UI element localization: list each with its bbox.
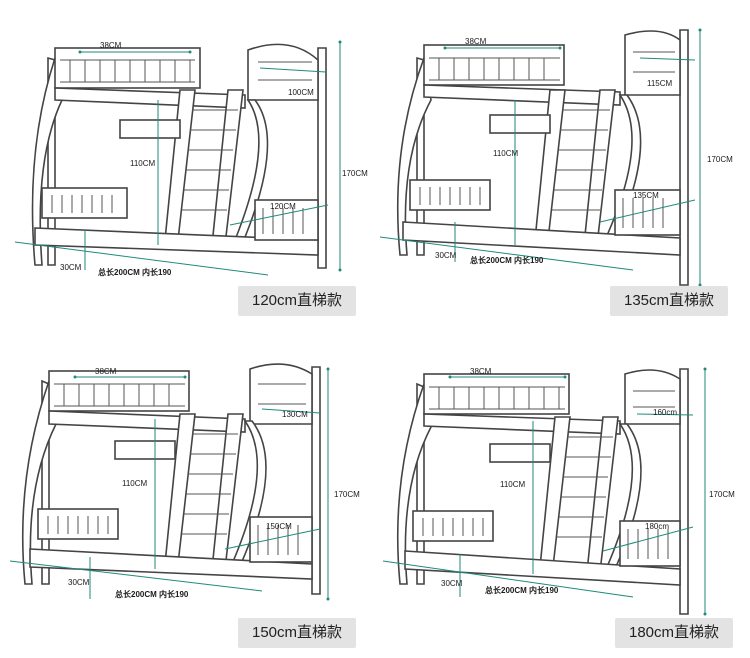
dim-lower-width: 180cm xyxy=(645,522,669,531)
dim-ladder-height: 110CM xyxy=(122,479,148,488)
dim-base-height: 30CM xyxy=(60,263,82,272)
bunk-bed-panel-135: 38CM 115CM 110CM 170CM 135CM 30CM 总长200C… xyxy=(375,0,750,329)
bunk-bed-panel-120: 38CM 100CM 110CM 170CM 120CM 30CM 总长200C… xyxy=(0,0,375,329)
dim-ladder-height: 110CM xyxy=(493,149,519,158)
caption-label: 120cm直梯款 xyxy=(238,286,357,316)
dim-top-rail: 38CM xyxy=(95,367,117,376)
dim-top-rail: 38CM xyxy=(470,367,492,376)
dim-ladder-height: 110CM xyxy=(130,159,156,168)
dim-ladder-height: 110CM xyxy=(500,480,526,489)
dim-upper-width: 100CM xyxy=(288,88,314,97)
dim-base-height: 30CM xyxy=(435,251,457,260)
dim-length: 总长200CM 内长190 xyxy=(115,589,189,599)
dim-length: 总长200CM 内长190 xyxy=(470,255,544,265)
dim-length: 总长200CM 内长190 xyxy=(98,267,172,277)
bunk-bed-panel-180: 38CM 160cm 110CM 170CM 180cm 30CM 总长200C… xyxy=(375,329,750,658)
caption-label: 180cm直梯款 xyxy=(615,618,734,648)
dim-length: 总长200CM 内长190 xyxy=(485,585,559,595)
dim-top-rail: 38CM xyxy=(100,41,122,50)
bunk-bed-drawing: 38CM 100CM 110CM 170CM 120CM 30CM 总长200C… xyxy=(14,40,368,277)
dim-lower-width: 120CM xyxy=(270,202,296,211)
dim-base-height: 30CM xyxy=(68,578,90,587)
dim-base-height: 30CM xyxy=(441,579,463,588)
caption-label: 150cm直梯款 xyxy=(238,618,357,648)
dim-total-height: 170CM xyxy=(334,490,360,499)
bunk-bed-panel-150: 38CM 130CM 110CM 170CM 150CM 30CM 总长200C… xyxy=(0,329,375,658)
bunk-bed-drawing: 38CM 160cm 110CM 170CM 180cm 30CM 总长200C… xyxy=(382,367,735,616)
dim-upper-width: 115CM xyxy=(647,79,673,88)
dim-upper-width: 130CM xyxy=(282,410,308,419)
dim-lower-width: 150CM xyxy=(266,522,292,531)
dim-top-rail: 38CM xyxy=(465,37,487,46)
dim-lower-width: 135CM xyxy=(633,191,659,200)
caption-label: 135cm直梯款 xyxy=(610,286,729,316)
bunk-bed-drawing: 38CM 130CM 110CM 170CM 150CM 30CM 总长200C… xyxy=(9,363,360,601)
dim-total-height: 170CM xyxy=(342,169,368,178)
dim-upper-width: 160cm xyxy=(653,408,677,417)
dim-total-height: 170CM xyxy=(709,490,735,499)
bunk-bed-drawing: 38CM 115CM 110CM 170CM 135CM 30CM 总长200C… xyxy=(379,28,733,287)
dim-total-height: 170CM xyxy=(707,155,733,164)
